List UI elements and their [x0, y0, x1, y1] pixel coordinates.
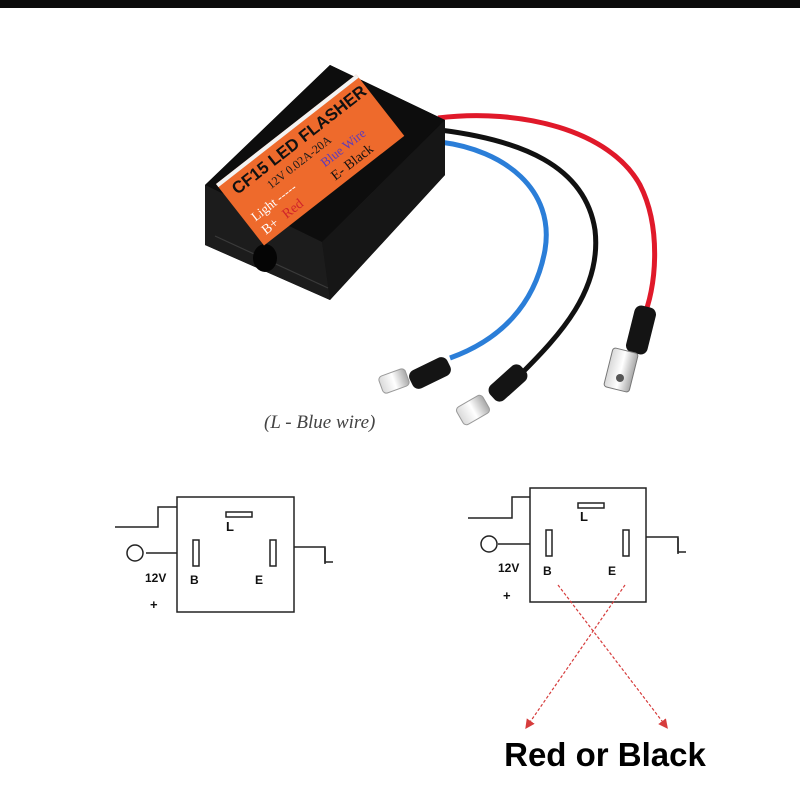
pin-b-right	[545, 529, 553, 557]
red-wire	[437, 113, 658, 320]
arrow-b-to-right	[557, 584, 668, 729]
voltage-label-right: 12V	[498, 561, 519, 575]
black-wire	[439, 127, 599, 377]
pin-l-left	[225, 511, 253, 518]
relay-box-left	[176, 496, 295, 613]
plus-label-right: +	[503, 588, 511, 603]
battery-terminal-right	[480, 535, 498, 553]
pin-e-label-left: E	[255, 573, 263, 587]
red-or-black-caption: Red or Black	[504, 736, 706, 773]
diagram-right	[468, 487, 686, 603]
top-border-bar	[0, 0, 800, 8]
pin-e-label-right: E	[608, 564, 616, 578]
relay-box-right	[529, 487, 647, 603]
pin-b-left	[192, 539, 200, 567]
pin-l-label-right: L	[580, 509, 588, 524]
red-wire-terminal	[603, 305, 656, 393]
flasher-product-image: CF15 LED FLASHER 12V 0.02A-20A Light ---…	[205, 65, 658, 426]
pin-l-right	[577, 502, 605, 509]
voltage-label-left: 12V	[145, 571, 166, 585]
diagram-left	[115, 496, 333, 613]
ground-line-left	[294, 546, 333, 563]
ground-line-right	[646, 536, 686, 553]
pin-b-label-left: B	[190, 573, 199, 587]
pin-e-right	[622, 529, 630, 557]
pin-e-left	[269, 539, 277, 567]
wires	[437, 113, 658, 377]
pin-b-label-right: B	[543, 564, 552, 578]
blue-wire-terminal	[378, 357, 451, 394]
plus-label-left: +	[150, 597, 158, 612]
light-line-right	[468, 496, 530, 519]
wire-caption: (L - Blue wire)	[264, 412, 376, 433]
wiring-diagrams: L B E 12V + L B E 12V +	[115, 487, 686, 729]
light-line-left	[115, 506, 177, 528]
pin-l-label-left: L	[226, 519, 234, 534]
black-wire-terminal	[455, 364, 528, 426]
arrow-e-to-left	[525, 584, 626, 729]
blue-wire	[439, 139, 549, 361]
battery-terminal-left	[126, 544, 144, 562]
